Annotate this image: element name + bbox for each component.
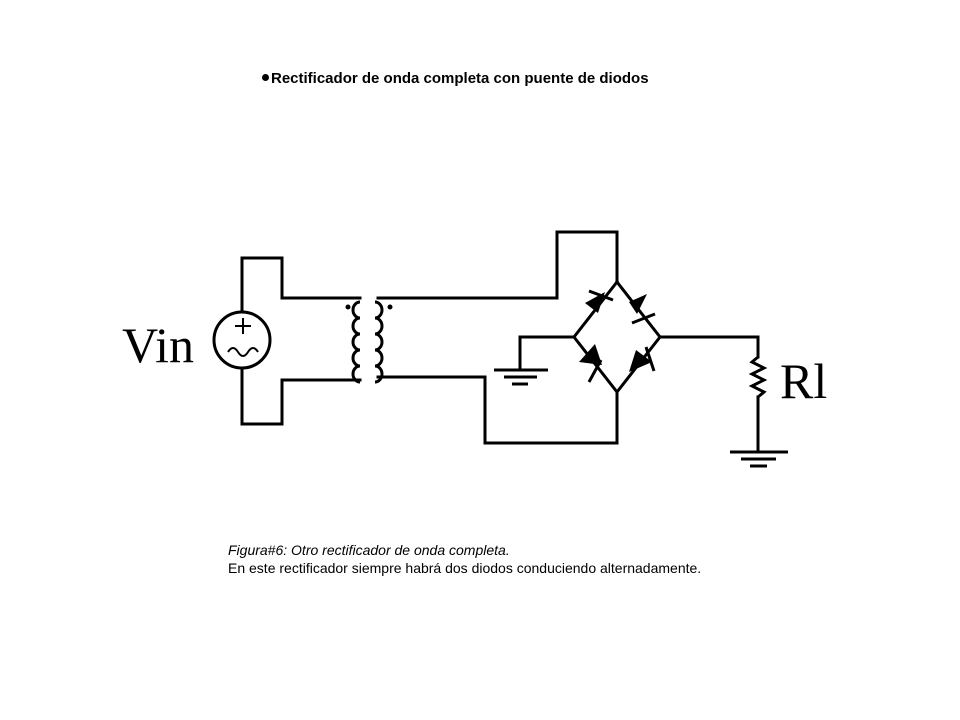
diode-top-right-icon	[629, 294, 656, 325]
secondary-top-wire	[376, 230, 619, 300]
vin-label: Vin	[122, 317, 194, 373]
bridge-ground-wire	[518, 335, 576, 372]
diode-top-left-icon	[585, 289, 614, 313]
page-title: Rectificador de onda completa con puente…	[262, 70, 649, 87]
source-bottom-wire	[240, 366, 362, 426]
diode-bridge	[572, 279, 662, 395]
output-wire	[658, 335, 760, 359]
figure-description: En este rectificador siempre habrá dos d…	[228, 560, 702, 576]
resistor-icon	[748, 355, 768, 399]
ground-icon	[494, 368, 548, 386]
secondary-dot-icon	[387, 304, 393, 310]
primary-dot-icon	[345, 304, 351, 310]
secondary-bottom-wire	[376, 375, 619, 445]
ac-source-symbol	[212, 310, 272, 370]
figure-label: Figura#6: Otro rectificador de onda comp…	[228, 542, 510, 558]
rl-label: Rl	[780, 353, 827, 409]
diode-bottom-right-icon	[629, 346, 656, 372]
bridge-outline	[572, 279, 662, 395]
bullet-icon	[262, 73, 269, 81]
source-top-wire	[240, 256, 362, 314]
figure-caption: Figura#6: Otro rectificador de onda comp…	[228, 541, 701, 577]
diode-bottom-left-icon	[579, 344, 603, 383]
ground-icon	[730, 450, 788, 468]
title-text: Rectificador de onda completa con puente…	[271, 70, 649, 87]
transformer-symbol	[345, 300, 393, 384]
